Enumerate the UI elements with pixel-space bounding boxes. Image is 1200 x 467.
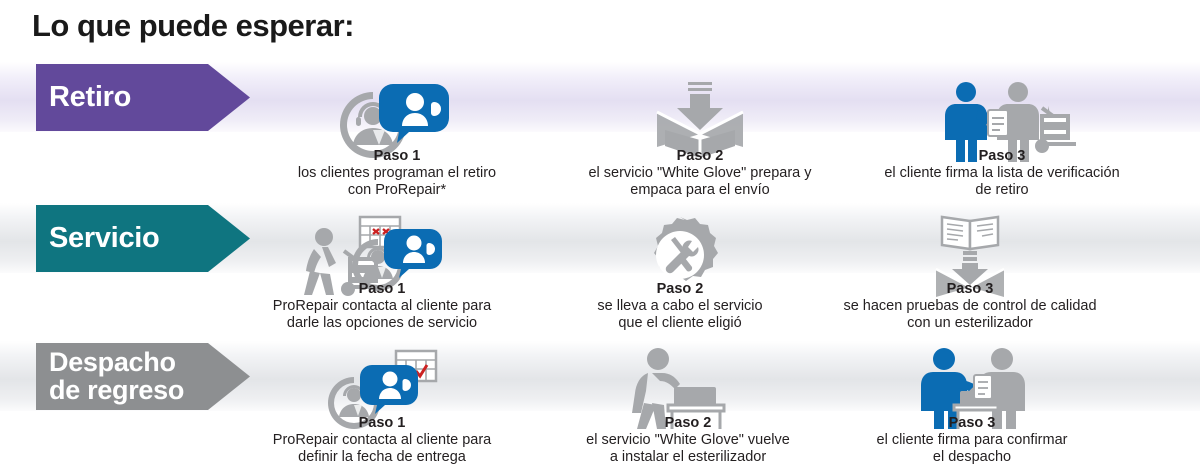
step-card: Paso 2 se lleva a cabo el servicio que e… [530, 213, 830, 333]
step-description: el cliente firma la lista de verificació… [884, 164, 1120, 199]
step-title: Paso 1 [358, 281, 406, 297]
step-title: Paso 3 [978, 148, 1026, 164]
process-row-servicio: Servicio [0, 203, 1200, 331]
step-title: Paso 3 [948, 415, 996, 431]
process-row-despacho-de-regreso: Despacho de regreso [0, 341, 1200, 465]
banner-retiro-label: Retiro [49, 80, 131, 113]
step-title: Paso 1 [358, 415, 406, 431]
step-card: Paso 3 el cliente firma para confirmar e… [822, 347, 1122, 467]
person-installing-equipment-icon [538, 347, 838, 429]
agent-headset-chat-icon [247, 80, 547, 162]
dolly-calendar-agent-chat-icon [232, 213, 532, 296]
step-description: los clientes programan el retiro con Pro… [297, 164, 497, 199]
step-description: el servicio "White Glove" vuelve a insta… [586, 431, 790, 466]
step-title: Paso 2 [676, 148, 724, 164]
step-description: se lleva a cabo el servicio que el clien… [597, 297, 763, 332]
step-card: Paso 2 el servicio "White Glove" prepara… [550, 80, 850, 200]
step-card: Paso 2 el servicio "White Glove" vuelve … [538, 347, 838, 467]
open-box-test-report-icon [820, 213, 1120, 297]
banner-retiro[interactable]: Retiro [36, 64, 250, 131]
step-description: ProRepair contacta al cliente para defin… [272, 431, 492, 466]
process-row-retiro: Retiro [0, 62, 1200, 198]
box-pack-down-arrow-icon [550, 80, 850, 162]
step-card: Paso 3 el cliente firma la lista de veri… [852, 80, 1152, 200]
step-title: Paso 1 [373, 148, 421, 164]
agent-chat-calendar-check-icon [232, 347, 532, 429]
step-description: ProRepair contacta al cliente para darle… [272, 297, 492, 332]
step-description: se hacen pruebas de control de calidad c… [843, 297, 1097, 332]
step-card: Paso 1 ProRepair contacta al cliente par… [232, 347, 532, 467]
page-title: Lo que puede esperar: [32, 8, 354, 43]
banner-despacho-label: Despacho de regreso [49, 346, 185, 405]
step-description: el cliente firma para confirmar el despa… [876, 431, 1068, 466]
banner-despacho-de-regreso[interactable]: Despacho de regreso [36, 343, 250, 410]
step-title: Paso 2 [664, 415, 712, 431]
banner-servicio[interactable]: Servicio [36, 205, 250, 272]
gear-tools-icon [530, 213, 830, 295]
step-title: Paso 2 [656, 281, 704, 297]
two-people-clipboard-dolly-icon [852, 80, 1152, 162]
step-title: Paso 3 [946, 281, 994, 297]
two-people-sign-equipment-icon [822, 347, 1122, 429]
step-card: Paso 3 se hacen pruebas de control de ca… [820, 213, 1120, 333]
step-description: el servicio "White Glove" prepara y empa… [588, 164, 812, 199]
banner-servicio-label: Servicio [49, 221, 160, 254]
step-card: Paso 1 los clientes programan el retiro … [247, 80, 547, 200]
step-card: Paso 1 ProRepair contacta al cliente par… [232, 213, 532, 333]
